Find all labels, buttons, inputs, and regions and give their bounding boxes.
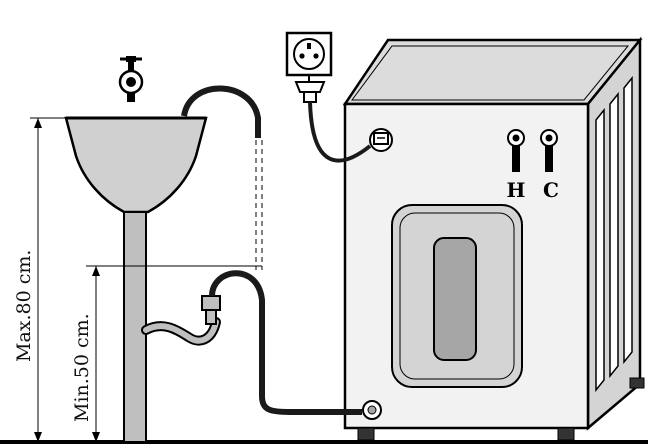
machine-door-rim xyxy=(399,212,515,380)
side-rib-3 xyxy=(623,75,633,365)
door-window xyxy=(433,237,477,361)
machine-foot-left xyxy=(357,427,375,441)
power-socket-icon xyxy=(285,31,333,77)
power-cord xyxy=(308,101,372,163)
min-height-label: Min.50 cm. xyxy=(71,313,93,422)
washing-machine: H C xyxy=(342,36,645,441)
water-tap-icon xyxy=(118,56,144,102)
side-rib-1 xyxy=(595,107,605,393)
hot-water-inlet: H xyxy=(507,129,526,202)
side-rib-2 xyxy=(609,91,619,379)
drain-outlet-icon xyxy=(362,400,382,420)
machine-foot-back xyxy=(629,377,645,389)
siphon-trap xyxy=(143,319,219,344)
power-inlet-icon xyxy=(369,128,393,152)
cold-water-inlet: C xyxy=(540,129,559,202)
hot-inlet-label: H xyxy=(507,178,526,202)
cold-inlet-pipe xyxy=(545,146,553,172)
drain-hose xyxy=(209,270,362,415)
sink-basin xyxy=(64,116,208,443)
drain-connector xyxy=(201,295,221,311)
machine-top-inner xyxy=(351,45,630,101)
machine-foot-right xyxy=(557,427,575,441)
cold-inlet-label: C xyxy=(543,178,559,202)
hot-inlet-pipe xyxy=(512,146,520,172)
max-height-label: Max.80 cm. xyxy=(13,250,35,362)
power-plug-icon xyxy=(294,76,326,103)
drain-hose-over-sink xyxy=(181,85,261,138)
